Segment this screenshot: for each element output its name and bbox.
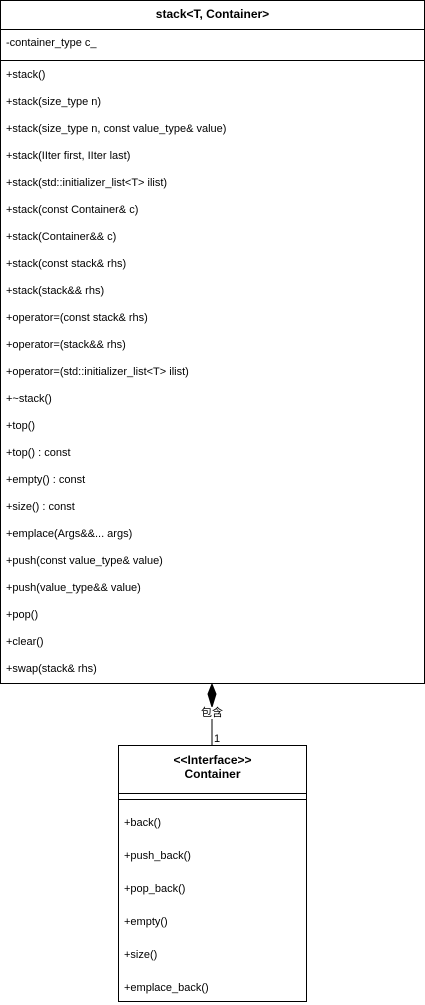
operation-clear: +clear() (6, 636, 44, 648)
operation-size: +size() : const (6, 501, 75, 513)
container-operation-push-back: +push_back() (124, 850, 191, 862)
relationship-multiplicity: 1 (214, 733, 221, 745)
operation-move-constructor: +stack(stack&& rhs) (6, 285, 105, 297)
operation-initializer-list-constructor: +stack(std::initializer_list<T> ilist) (6, 177, 168, 189)
operation-top: +top() (6, 420, 36, 432)
composition-diamond-icon (207, 682, 217, 709)
operation-move-assignment: +operator=(stack&& rhs) (6, 339, 126, 351)
container-attributes-section (119, 794, 306, 800)
operation-empty: +empty() : const (6, 474, 86, 486)
stack-operations-section: +stack() +stack(size_type n) +stack(size… (1, 61, 424, 683)
container-operation-empty: +empty() (124, 916, 168, 928)
stack-class-box[interactable]: stack<T, Container> -container_type c_ +… (0, 0, 425, 684)
container-operation-pop-back: +pop_back() (124, 883, 186, 895)
stack-class-title: stack<T, Container> (1, 1, 424, 30)
attribute-container: -container_type c_ (6, 37, 97, 49)
operation-range-constructor: +stack(IIter first, IIter last) (6, 150, 131, 162)
container-class-header: <<Interface>> Container (119, 746, 306, 794)
container-operation-size: +size() (124, 949, 158, 961)
container-stereotype: <<Interface>> (173, 753, 252, 767)
operation-push-move: +push(value_type&& value) (6, 582, 141, 594)
relationship-label: 包含 (200, 707, 224, 719)
container-operation-emplace-back: +emplace_back() (124, 982, 209, 994)
operation-default-constructor: +stack() (6, 69, 46, 81)
operation-container-copy-constructor: +stack(const Container& c) (6, 204, 139, 216)
operation-emplace: +emplace(Args&&... args) (6, 528, 133, 540)
operation-swap: +swap(stack& rhs) (6, 663, 97, 675)
operation-container-move-constructor: +stack(Container&& c) (6, 231, 117, 243)
operation-destructor: +~stack() (6, 393, 52, 405)
stack-attributes-section: -container_type c_ (1, 30, 424, 61)
operation-copy-constructor: +stack(const stack& rhs) (6, 258, 127, 270)
operation-push-copy: +push(const value_type& value) (6, 555, 163, 567)
operation-pop: +pop() (6, 609, 39, 621)
container-operation-back: +back() (124, 817, 161, 829)
operation-fill-constructor: +stack(size_type n, const value_type& va… (6, 123, 227, 135)
operation-initializer-list-assignment: +operator=(std::initializer_list<T> ilis… (6, 366, 189, 378)
operation-top-const: +top() : const (6, 447, 71, 459)
operation-copy-assignment: +operator=(const stack& rhs) (6, 312, 148, 324)
container-class-title: Container (184, 767, 241, 781)
container-interface-box[interactable]: <<Interface>> Container +back() +push_ba… (118, 745, 307, 1002)
operation-size-constructor: +stack(size_type n) (6, 96, 102, 108)
container-operations-section: +back() +push_back() +pop_back() +empty(… (119, 800, 306, 1005)
